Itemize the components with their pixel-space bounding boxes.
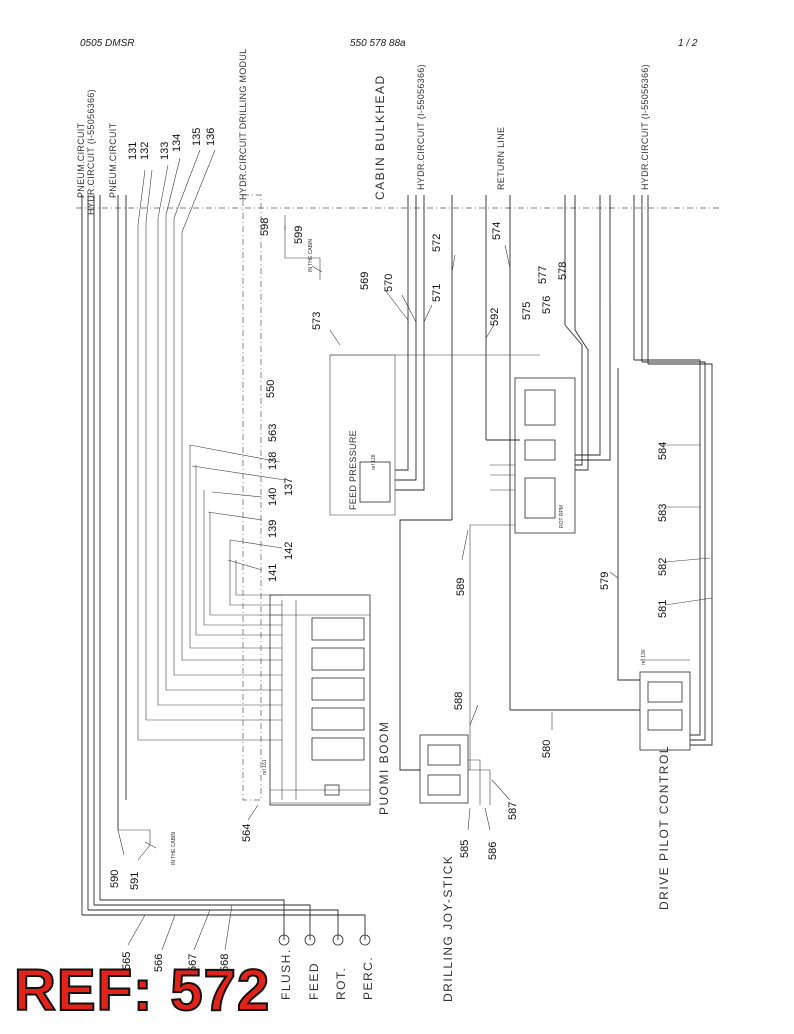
label-return-line: RETURN LINE: [496, 127, 506, 190]
callout-142: 142: [283, 542, 295, 560]
callout-131: 131: [127, 142, 139, 160]
label-hydr-drilling-module: HYDR.CIRCUIT DRILLING MODUL: [238, 49, 248, 200]
label-perc: PERC.: [361, 956, 375, 1000]
callout-569: 569: [359, 272, 371, 290]
callout-leaders: [117, 225, 713, 951]
doc-code: 0505 DMSR: [80, 38, 135, 49]
callout-577: 577: [537, 266, 549, 284]
callout-585: 585: [459, 840, 471, 858]
label-pneum-circuit-1: PNEUM.CIRCUIT: [76, 122, 86, 198]
label-in-the-cabin-2: IN THE CABIN: [171, 832, 177, 865]
cabin-switch-bottom: [118, 829, 157, 849]
label-drilling-joystick: DRILLING JOY-STICK: [441, 855, 455, 1002]
callout-565: 565: [121, 952, 133, 970]
callout-563: 563: [267, 424, 279, 442]
feed-gauge-icon: [304, 934, 316, 946]
drilling-joystick-block: [419, 734, 491, 805]
callout-591: 591: [129, 872, 141, 890]
callout-572: 572: [431, 234, 443, 252]
callout-578: 578: [557, 262, 569, 280]
callout-568: 568: [219, 954, 231, 972]
callout-582: 582: [657, 558, 669, 576]
doc-number: 550 578 88a: [350, 38, 406, 49]
callout-135: 135: [191, 128, 203, 146]
label-hydr-circuit-1: HYDR.CIRCUIT (I-55056366): [86, 89, 96, 215]
callout-138: 138: [267, 452, 279, 470]
boom-valve-stack: [269, 594, 371, 806]
callout-575: 575: [521, 302, 533, 320]
perc-gauge-icon: [359, 934, 371, 946]
label-in-the-cabin: IN THE CABIN: [308, 239, 314, 272]
callout-136: 136: [205, 128, 217, 146]
callout-132: 132: [139, 142, 151, 160]
callout-580: 580: [541, 740, 553, 758]
label-valve-ref-2: ref 161: [262, 759, 268, 775]
callout-579: 579: [599, 572, 611, 590]
label-pneum-circuit-2: PNEUM.CIRCUIT: [108, 122, 118, 198]
callout-571: 571: [431, 284, 443, 302]
label-puomi-boom: PUOMI BOOM: [377, 721, 391, 815]
label-hydr-circuit-3: HYDR.CIRCUIT (I-55056366): [640, 64, 650, 190]
label-feed-pressure: FEED PRESSURE: [348, 430, 358, 510]
callout-590: 590: [109, 870, 121, 888]
callout-567: 567: [187, 954, 199, 972]
callout-584: 584: [657, 442, 669, 460]
callout-numbers: 131 132 133 134 135 136 598 599 569 570 …: [109, 128, 669, 972]
callout-573: 573: [311, 312, 323, 330]
flush-gauge-icon: [278, 934, 290, 946]
label-flush: FLUSH.: [279, 948, 293, 1000]
callout-587: 587: [507, 802, 519, 820]
gauge-row: [278, 934, 371, 946]
page-number: 1 / 2: [678, 38, 698, 49]
callout-598: 598: [259, 218, 271, 236]
callout-581: 581: [657, 600, 669, 618]
rot-rpm-valve-block: [469, 377, 576, 770]
callout-133: 133: [159, 142, 171, 160]
label-hydr-circuit-2: HYDR.CIRCUIT (I-55056366): [416, 64, 426, 190]
label-valve-ref-1: ref 128: [371, 454, 377, 470]
callout-588: 588: [453, 692, 465, 710]
label-rot: ROT.: [334, 967, 348, 1000]
drilling-module-boundary: [242, 194, 262, 801]
callout-139: 139: [267, 520, 279, 538]
callout-140: 140: [267, 488, 279, 506]
valve-feed-lines: [137, 149, 286, 741]
callout-574: 574: [491, 222, 503, 240]
feed-pressure-valve: [329, 354, 540, 516]
callout-576: 576: [541, 296, 553, 314]
center-lines: [395, 195, 713, 771]
callout-137: 137: [283, 478, 295, 496]
label-rot-rpm: ROT RPM: [559, 505, 565, 528]
cabin-switch-top: [284, 215, 323, 280]
label-drive-pilot-control: DRIVE PILOT CONTROL: [657, 745, 671, 910]
rot-gauge-icon: [332, 934, 344, 946]
drive-pilot-control-block: [639, 659, 691, 751]
left-line-bundle: [81, 195, 366, 940]
ref-stamp: REF: 572: [13, 958, 271, 1023]
callout-583: 583: [657, 504, 669, 522]
callout-592: 592: [489, 308, 501, 326]
label-feed: FEED: [307, 962, 321, 1000]
label-cabin-bulkhead: CABIN BULKHEAD: [373, 74, 387, 200]
callout-134: 134: [171, 134, 183, 152]
callout-589: 589: [455, 578, 467, 596]
label-valve-ref-3: ref 130: [641, 649, 647, 665]
callout-599: 599: [293, 226, 305, 244]
callout-141: 141: [267, 564, 279, 582]
callout-550: 550: [265, 380, 277, 398]
callout-564: 564: [241, 824, 253, 842]
callout-566: 566: [153, 954, 165, 972]
callout-570: 570: [383, 274, 395, 292]
callout-586: 586: [487, 842, 499, 860]
